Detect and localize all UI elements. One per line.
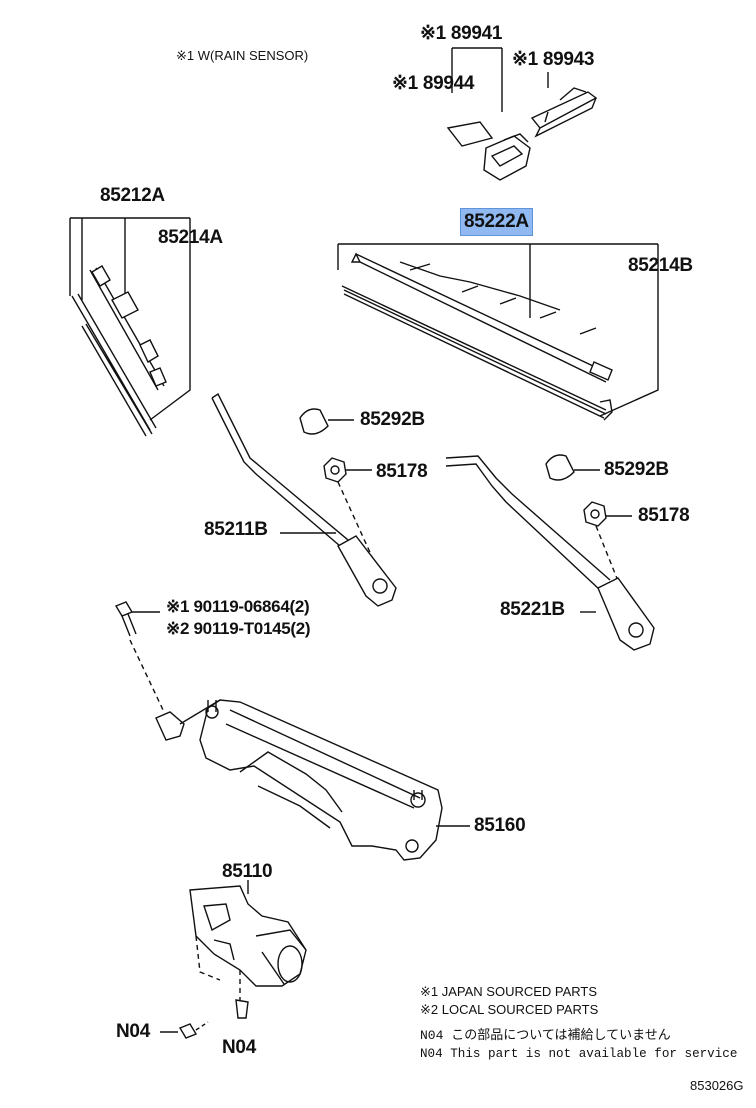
right-wiper-blade-assembly [337, 243, 659, 421]
rain-sensor-parts [446, 47, 598, 181]
part-label-85178-left[interactable]: 85178 [376, 461, 428, 482]
part-label-85221b[interactable]: 85221B [500, 599, 565, 620]
legend-local-sourced: ※2 LOCAL SOURCED PARTS [420, 1002, 599, 1017]
pivot-caps-and-nuts [299, 408, 632, 597]
part-label-n04-left[interactable]: N04 [116, 1021, 150, 1042]
rain-sensor-note: ※1 W(RAIN SENSOR) [176, 48, 309, 63]
part-label-85211b[interactable]: 85211B [204, 519, 268, 540]
bolt [114, 601, 165, 713]
part-label-89944[interactable]: ※1 89944 [392, 73, 475, 94]
wiper-link-assembly [155, 699, 470, 861]
part-label-85292b-left[interactable]: 85292B [360, 409, 425, 430]
part-label-85214a[interactable]: 85214A [158, 227, 223, 248]
figure-code: 853026G [690, 1078, 744, 1093]
legend-n04-japanese: N04 この部品については補給していません [420, 1028, 671, 1043]
legend-n04-english: N04 This part is not available for servi… [420, 1047, 738, 1061]
legend-japan-sourced: ※1 JAPAN SOURCED PARTS [420, 984, 598, 999]
part-label-89941[interactable]: ※1 89941 [420, 23, 503, 44]
part-label-85292b-right[interactable]: 85292B [604, 459, 669, 480]
left-wiper-blade-assembly [69, 217, 191, 437]
part-label-85160[interactable]: 85160 [474, 815, 526, 836]
part-label-n04-bottom[interactable]: N04 [222, 1037, 256, 1058]
part-label-85222a-highlighted[interactable]: 85222A [460, 208, 533, 236]
part-label-85178-right[interactable]: 85178 [638, 505, 690, 526]
part-label-bolt-local[interactable]: ※2 90119-T0145(2) [166, 619, 311, 638]
part-label-85214b[interactable]: 85214B [628, 255, 693, 276]
part-label-bolt-japan[interactable]: ※1 90119-06864(2) [166, 597, 310, 616]
part-label-85110[interactable]: 85110 [222, 861, 273, 882]
wiper-arms [211, 392, 655, 651]
wiper-motor [160, 880, 307, 1039]
part-label-89943[interactable]: ※1 89943 [512, 49, 595, 70]
part-label-85212a[interactable]: 85212A [100, 185, 165, 206]
